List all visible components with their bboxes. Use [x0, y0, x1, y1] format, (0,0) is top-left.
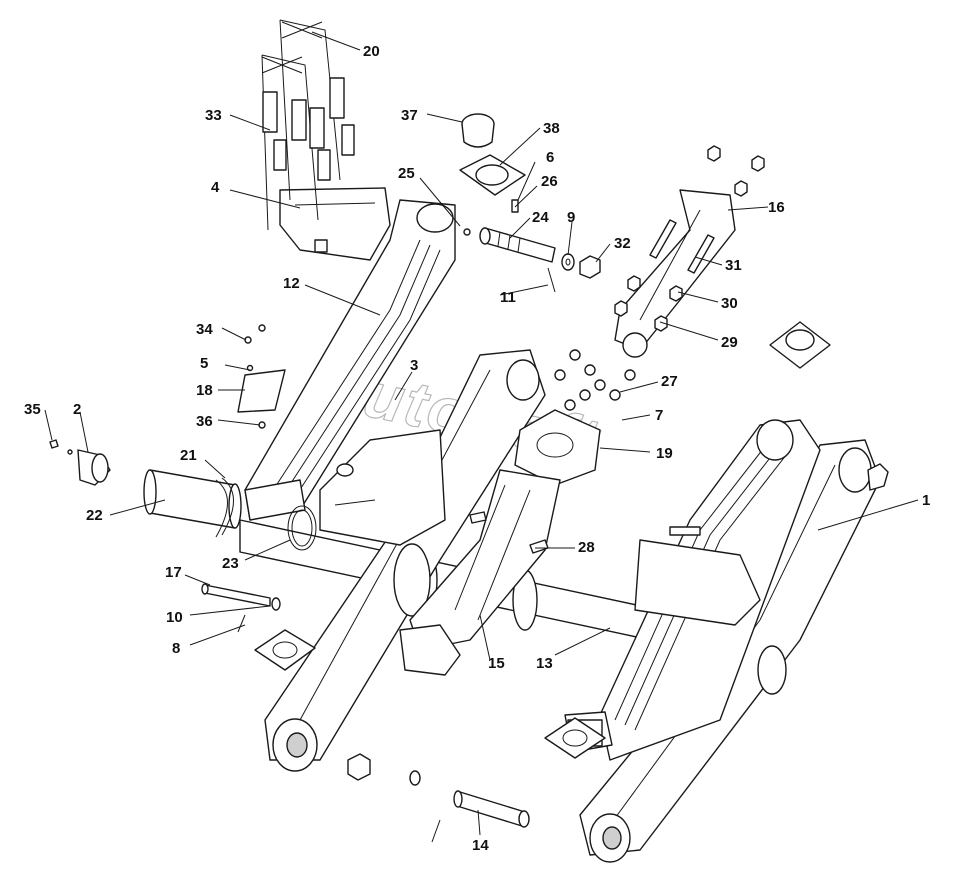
flange-cover-bottom: [544, 717, 606, 759]
callout-8: 8: [172, 640, 180, 657]
callout-13: 13: [536, 655, 553, 672]
callout-14: 14: [472, 837, 489, 854]
spring-seat-bracket: [319, 429, 446, 546]
cover-38: [459, 154, 526, 196]
nuts-27: [554, 349, 636, 411]
spring-pin-24: [479, 227, 556, 263]
bolts-31: [649, 219, 715, 274]
callout-5: 5: [200, 355, 208, 372]
callout-38: 38: [543, 120, 560, 137]
hub-cap-2: [77, 449, 111, 486]
cotter-pin-8: [237, 614, 246, 633]
callout-31: 31: [725, 257, 742, 274]
spring-bracket-4: [279, 187, 391, 261]
callout-37: 37: [401, 107, 418, 124]
cotter-pin-bottom: [431, 819, 441, 843]
spring-bracket-16: [614, 189, 736, 358]
callout-16: 16: [768, 199, 785, 216]
bolts-33: [262, 77, 355, 181]
callout-6: 6: [546, 149, 554, 166]
torque-rod-15: [399, 469, 561, 676]
callout-34: 34: [196, 321, 213, 338]
ring-23: [287, 505, 317, 551]
callout-24: 24: [532, 209, 549, 226]
callout-28: 28: [578, 539, 595, 556]
callout-35: 35: [24, 401, 41, 418]
bolts-28: [469, 511, 549, 554]
bolt-35: [49, 439, 59, 449]
callout-17: 17: [165, 564, 182, 581]
plate-19: [514, 409, 601, 486]
callout-32: 32: [614, 235, 631, 252]
pin-14: [453, 790, 530, 828]
grease-nipple-25: [463, 228, 471, 236]
cotter-pin-11: [547, 267, 556, 293]
cap-37: [461, 113, 495, 148]
callout-1: 1: [922, 492, 930, 509]
callout-26: 26: [541, 173, 558, 190]
leaf-spring-left-12: [244, 199, 456, 521]
pin-17: [201, 583, 271, 607]
callout-27: 27: [661, 373, 678, 390]
nuts-top-16: [707, 145, 765, 197]
nut-bottom: [347, 753, 371, 781]
leader-lines: [44, 31, 919, 836]
flange-cover-right: [769, 321, 831, 369]
callout-20: 20: [363, 43, 380, 60]
nuts-29-30: [614, 275, 683, 332]
callout-21: 21: [180, 447, 197, 464]
flange-cover-left: [254, 629, 316, 671]
callout-25: 25: [398, 165, 415, 182]
ring-21: [215, 477, 234, 538]
nut-34b: [258, 324, 266, 332]
callout-15: 15: [488, 655, 505, 672]
plate-18: [237, 369, 286, 413]
washer-10: [271, 597, 281, 611]
callout-labels: 1 2 3 4 5 6 7 8 9 10 11 12 13 14 15 16 1…: [24, 43, 930, 854]
washer-9: [561, 253, 575, 271]
callout-7: 7: [655, 407, 663, 424]
nut-32: [579, 255, 601, 279]
callout-3: 3: [410, 357, 418, 374]
washer-35: [67, 449, 73, 455]
washer-bottom: [409, 770, 421, 786]
callout-23: 23: [222, 555, 239, 572]
callout-10: 10: [166, 609, 183, 626]
callout-2: 2: [73, 401, 81, 418]
callout-11: 11: [500, 289, 516, 306]
callout-36: 36: [196, 413, 213, 430]
callout-18: 18: [196, 382, 213, 399]
tube-22: [143, 469, 242, 529]
callout-33: 33: [205, 107, 222, 124]
u-bolts-20: [261, 19, 341, 231]
callout-22: 22: [86, 507, 103, 524]
bolt-26: [511, 199, 519, 213]
callout-29: 29: [721, 334, 738, 351]
callout-9: 9: [567, 209, 575, 226]
callout-4: 4: [211, 179, 220, 196]
callout-12: 12: [283, 275, 300, 292]
callout-19: 19: [656, 445, 673, 462]
callout-30: 30: [721, 295, 738, 312]
